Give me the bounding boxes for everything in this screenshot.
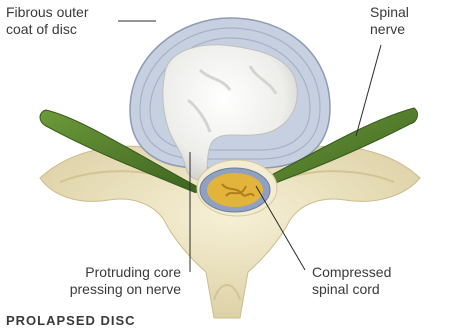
compressed-spinal-cord [200, 168, 270, 212]
compressed-cord-label: Compressed spinal cord [312, 264, 391, 298]
spinal-nerve-label-line-2: nerve [370, 21, 409, 38]
spinal-nerve-label: Spinal nerve [370, 4, 409, 38]
outer-coat-label-line-2: coat of disc [6, 21, 88, 38]
protruding-core-label-line-2: pressing on nerve [65, 281, 181, 298]
protruding-core-label-line-1: Protruding core [65, 264, 181, 281]
compressed-cord-label-line-2: spinal cord [312, 281, 391, 298]
protruding-core-label: Protruding core pressing on nerve [65, 264, 181, 298]
outer-coat-label: Fibrous outer coat of disc [6, 4, 88, 38]
compressed-cord-label-line-1: Compressed [312, 264, 391, 281]
diagram-title: PROLAPSED DISC [6, 313, 136, 328]
outer-coat-label-line-1: Fibrous outer [6, 4, 88, 21]
spinal-nerve-label-line-1: Spinal [370, 4, 409, 21]
